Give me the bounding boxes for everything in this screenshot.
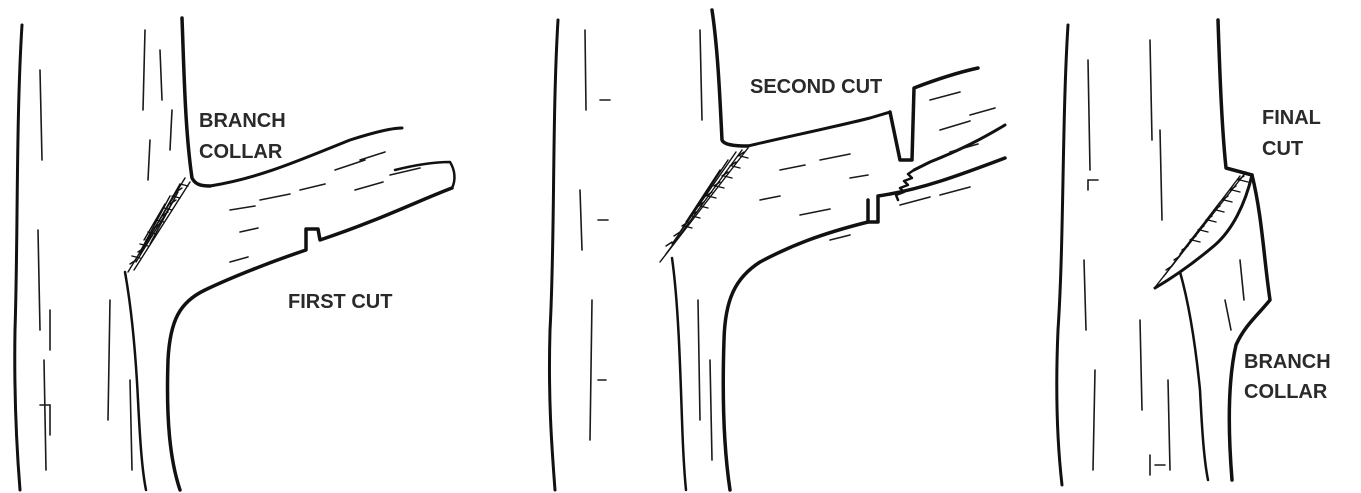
label-branch: BRANCH (1244, 351, 1331, 373)
first-cut-notch (868, 158, 1005, 222)
branch-lower-edge (723, 222, 868, 490)
trunk-left-edge (549, 20, 558, 490)
trunk-right-edge-upper (1218, 20, 1252, 175)
label-collar: COLLAR (199, 141, 283, 163)
trunk-inner-left (1180, 272, 1208, 480)
branch-lower-edge (168, 188, 453, 490)
trunk-inner-left (125, 272, 146, 490)
trunk-left-edge (1057, 25, 1068, 485)
trunk-left-edge (15, 25, 22, 490)
bark-texture (38, 30, 420, 470)
label-cut: CUT (1262, 138, 1303, 160)
jagged-break (896, 170, 914, 200)
label-first-cut: FIRST CUT (288, 291, 392, 313)
panel-first-cut: BRANCH COLLAR FIRST CUT (15, 18, 455, 490)
label-branch: BRANCH (199, 110, 286, 132)
panel-second-cut: SECOND CUT (549, 10, 1005, 490)
panel-final-cut: FINAL CUT BRANCH COLLAR (1057, 20, 1331, 485)
branch-collar-mark (660, 148, 748, 262)
label-collar: COLLAR (1244, 381, 1328, 403)
branch-upper-edge-far (395, 162, 454, 188)
trunk-inner-left (672, 258, 686, 490)
stub-upper-edge (748, 112, 890, 146)
branch-collar-mark (128, 178, 190, 272)
trunk-right-edge-upper (712, 10, 748, 146)
label-second-cut: SECOND CUT (750, 76, 882, 98)
label-final: FINAL (1262, 107, 1321, 129)
branch-collar-mark (1156, 172, 1248, 286)
